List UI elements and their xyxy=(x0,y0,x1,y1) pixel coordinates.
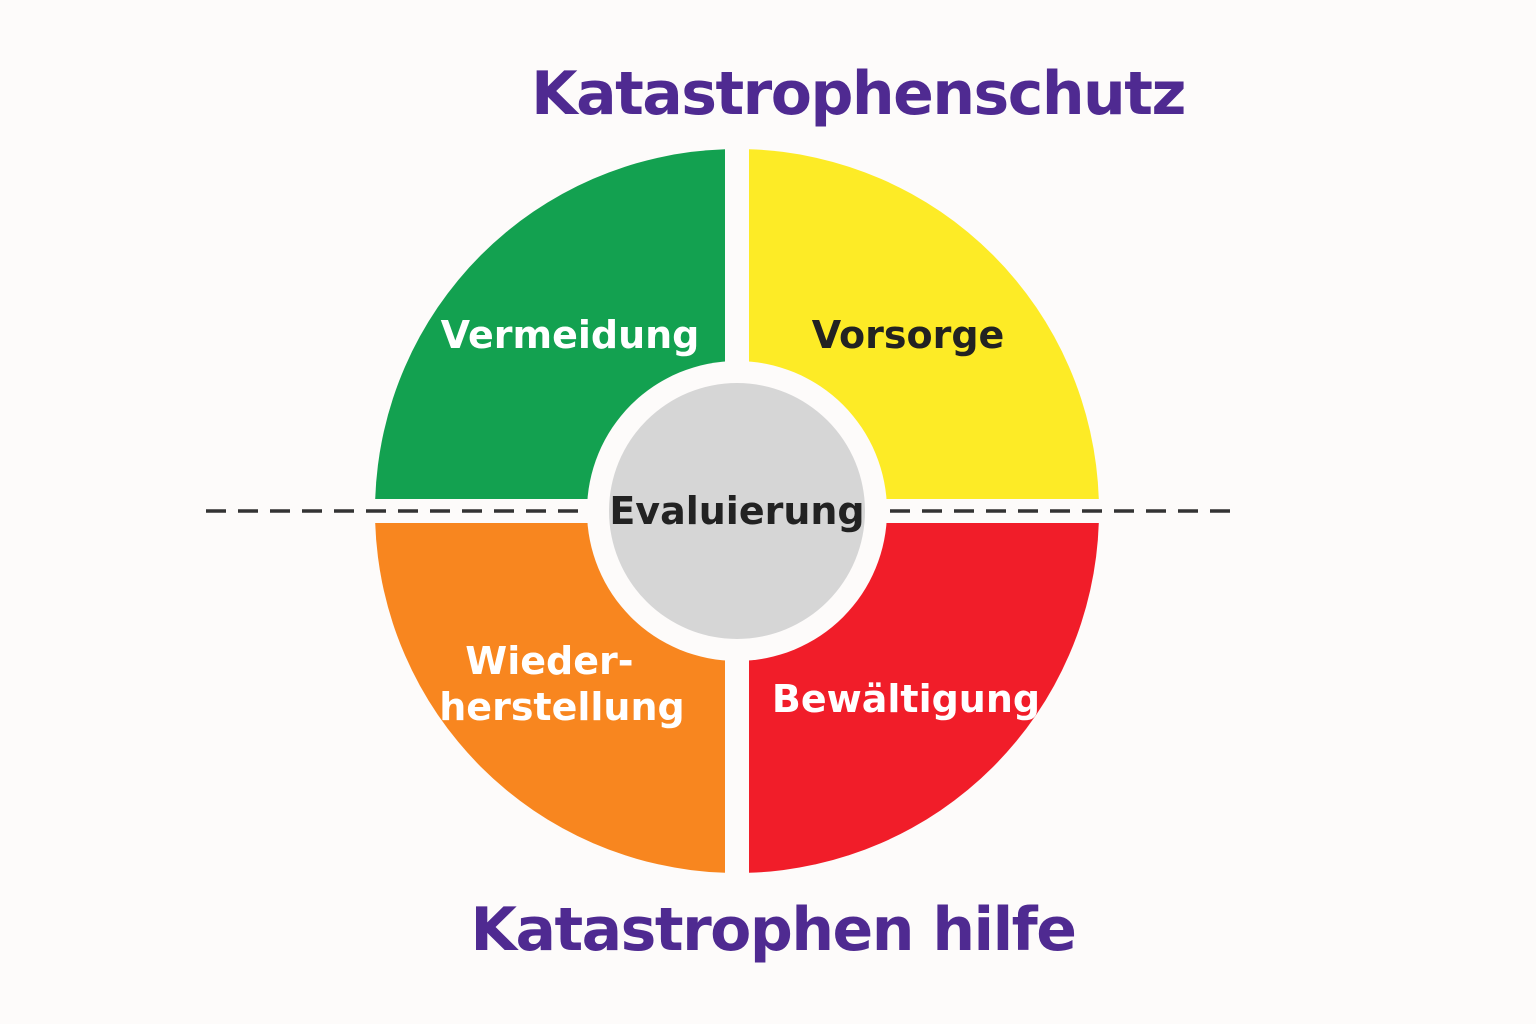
title-katastrophenhilfe: Katastrophen hilfe xyxy=(470,895,1077,965)
label-bewaeltigung: Bewältigung xyxy=(772,677,1040,721)
label-line: Vermeidung xyxy=(441,313,700,357)
center-circle-evaluierung xyxy=(609,383,865,639)
title-katastrophenschutz: Katastrophenschutz xyxy=(531,59,1186,129)
label-vorsorge: Vorsorge xyxy=(812,313,1005,357)
label-line: Vorsorge xyxy=(812,313,1005,357)
label-evaluierung: Evaluierung xyxy=(609,489,864,533)
label-line: Bewältigung xyxy=(772,677,1040,721)
label-line: Wieder- xyxy=(465,639,633,683)
label-line: herstellung xyxy=(439,685,684,729)
label-vermeidung: Vermeidung xyxy=(441,313,700,357)
label-wiederherstellung: Wieder- herstellung xyxy=(439,639,684,729)
